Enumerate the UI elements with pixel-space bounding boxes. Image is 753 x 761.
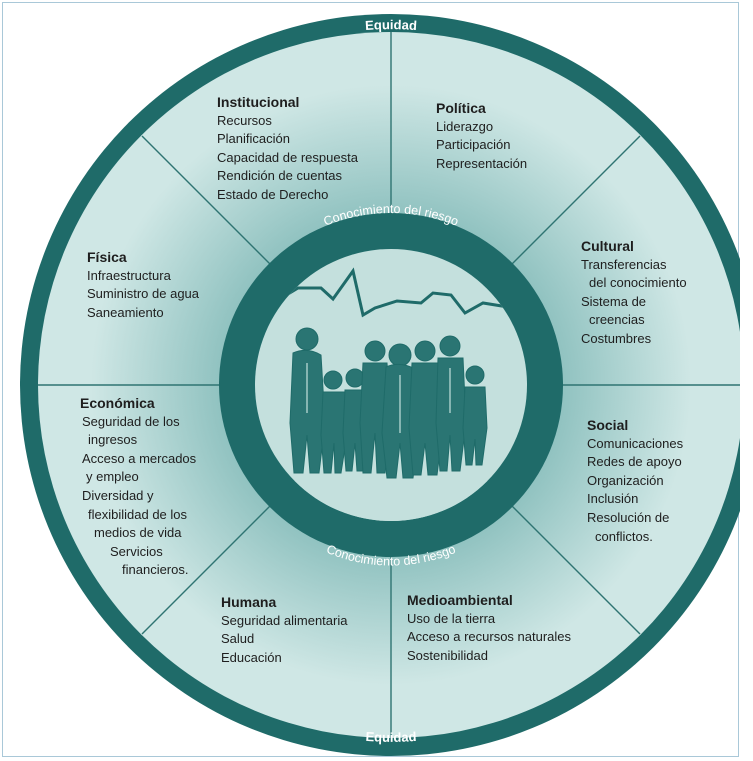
sector-item: Infraestructura	[87, 267, 171, 283]
sector-item: flexibilidad de los	[88, 506, 188, 522]
sector-institucional: Institucional Recursos Planificación Cap…	[217, 93, 358, 205]
sector-title: Cultural	[581, 238, 634, 254]
sector-item: Planificación	[217, 131, 290, 147]
sector-cultural: Cultural Transferencias del conocimiento…	[581, 237, 687, 349]
sector-item: Acceso a recursos naturales	[407, 629, 572, 645]
sector-item: Seguridad alimentaria	[221, 612, 348, 628]
sector-item: Liderazgo	[436, 118, 494, 134]
sector-item: Transferencias	[581, 256, 667, 272]
sector-item: Rendición de cuentas	[217, 168, 343, 184]
sector-item: Sostenibilidad	[407, 647, 488, 663]
sector-medioambiental: Medioambiental Uso de la tierra Acceso a…	[407, 591, 571, 665]
sector-fisica: Física Infraestructura Suministro de agu…	[87, 248, 199, 322]
sector-item: Representación	[436, 155, 528, 171]
sector-title: Política	[436, 100, 486, 116]
sector-item: Organización	[587, 472, 664, 488]
sector-item: Saneamiento	[87, 304, 164, 320]
equity-top-label: Equidad	[365, 17, 418, 33]
sector-item: Educación	[221, 649, 282, 665]
sector-item: creencias	[589, 312, 645, 328]
sector-item: financieros.	[122, 562, 189, 578]
sector-item: Estado de Derecho	[217, 186, 329, 202]
sector-title: Institucional	[217, 94, 300, 110]
sector-item: Seguridad de los	[82, 413, 180, 429]
sector-item: Sistema de	[581, 293, 647, 309]
sector-item: Redes de apoyo	[587, 454, 682, 470]
sector-item: Salud	[221, 631, 255, 647]
sector-item: conflictos.	[595, 528, 653, 544]
sector-item: Resolución de	[587, 509, 670, 525]
sector-humana: Humana Seguridad alimentaria Salud Educa…	[221, 593, 347, 667]
resilience-wheel-diagram: Equidad Equidad Conocimiento del riesgo …	[20, 14, 740, 756]
sector-social: Social Comunicaciones Redes de apoyo Org…	[587, 416, 683, 546]
sector-item: Suministro de agua	[87, 286, 200, 302]
sector-item: Capacidad de respuesta	[217, 149, 358, 165]
sector-economica: Económica Seguridad de los ingresos Acce…	[80, 394, 196, 580]
sector-item: medios de vida	[94, 525, 182, 541]
sector-item: Servicios	[110, 543, 163, 559]
sector-title: Humana	[221, 594, 277, 610]
sector-item: Participación	[436, 137, 511, 153]
sector-item: ingresos	[88, 432, 138, 448]
sector-item: del conocimiento	[589, 275, 687, 291]
sector-item: Acceso a mercados	[82, 450, 197, 466]
sector-politica: Política Liderazgo Participación Represe…	[436, 99, 527, 173]
figure-frame: Equidad Equidad Conocimiento del riesgo …	[2, 2, 740, 757]
sector-item: Diversidad y	[82, 487, 154, 503]
sector-title: Económica	[80, 395, 155, 411]
sector-item: Recursos	[217, 112, 272, 128]
sector-item: Costumbres	[581, 330, 652, 346]
sector-dividers	[38, 32, 740, 738]
sector-item: Comunicaciones	[587, 435, 684, 451]
sector-item: Uso de la tierra	[407, 610, 496, 626]
sector-title: Social	[587, 417, 629, 433]
sector-title: Medioambiental	[407, 592, 513, 608]
equity-bottom-label: Equidad	[365, 729, 417, 745]
sector-item: Inclusión	[587, 491, 639, 507]
sector-item: y empleo	[86, 469, 139, 485]
sector-title: Física	[87, 249, 127, 265]
